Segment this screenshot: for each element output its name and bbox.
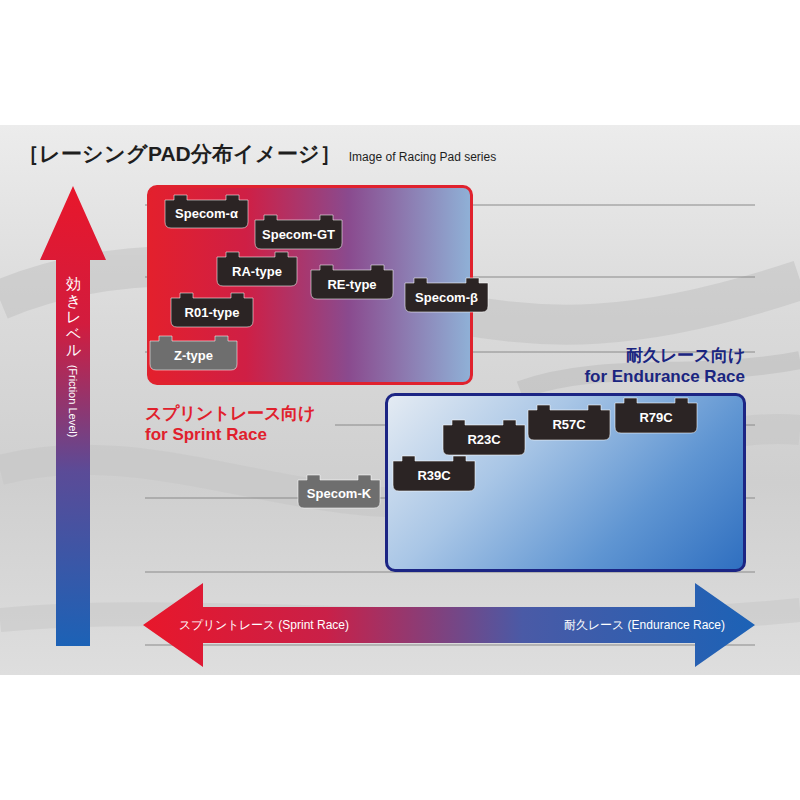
title-text: ［レーシングPAD分布イメージ］: [18, 140, 341, 168]
brake-pad: Specom-β: [405, 278, 488, 312]
axis-end-label: 耐久レース (Endurance Race): [564, 617, 725, 634]
axis-arrow-body: [143, 583, 755, 667]
pad-outline: [443, 420, 525, 455]
brake-pad: R57C: [528, 405, 610, 440]
title-row: ［レーシングPAD分布イメージ］ Image of Racing Pad seri…: [18, 140, 496, 168]
pad-name: R01-type: [185, 305, 240, 320]
pad-outline: [165, 195, 248, 228]
race-type-axis-arrow: スプリントレース (Sprint Race) 耐久レース (Endurance R…: [143, 583, 755, 667]
brake-pad: Z-type: [150, 336, 237, 370]
pad-name: R57C: [552, 417, 585, 432]
region-heading-line: スプリントレース向け: [145, 403, 315, 424]
pad-outline: [405, 278, 488, 312]
region-heading-line: 耐久レース向け: [584, 345, 745, 366]
axis-text-column: 効きレベル (Friction Level): [38, 276, 108, 438]
friction-axis-arrow: 効きレベル (Friction Level): [38, 186, 108, 646]
pad-outline: [150, 336, 237, 370]
brake-pad: Specom-K: [298, 475, 380, 508]
region-heading: 耐久レース向けfor Endurance Race: [584, 345, 745, 388]
pad-name: RE-type: [327, 277, 376, 292]
pad-outline: [393, 456, 475, 491]
rotated-text-wrap: (Friction Level): [67, 365, 79, 438]
pad-outline: [528, 405, 610, 440]
brake-pad: R39C: [393, 456, 475, 491]
brake-pad: RE-type: [311, 265, 393, 299]
pad-name: R23C: [467, 432, 500, 447]
brake-pad: Specom-GT: [255, 215, 342, 249]
pad-outline: [615, 398, 697, 433]
axis-title: 効きレベル: [66, 276, 81, 359]
pad-name: Z-type: [174, 348, 213, 363]
endurance-region: 耐久レース向けfor Endurance RaceR79CR57CR23CR39…: [385, 393, 746, 572]
region-heading-line: for Endurance Race: [584, 366, 745, 387]
pad-outline: [311, 265, 393, 299]
region-heading-line: for Sprint Race: [145, 424, 315, 445]
axis-title-latin: (Friction Level): [67, 365, 79, 438]
pad-name: R79C: [639, 410, 672, 425]
pad-name: RA-type: [232, 264, 282, 279]
axis-end-label: スプリントレース (Sprint Race): [179, 617, 349, 634]
pad-outline: [298, 475, 380, 508]
pad-name: Specom-α: [175, 206, 238, 221]
brake-pad: Specom-α: [165, 195, 248, 228]
pad-name: Specom-K: [307, 486, 371, 501]
brake-pad: RA-type: [217, 252, 297, 286]
brake-pad: R01-type: [171, 293, 253, 327]
sprint-region: スプリントレース向けfor Sprint RaceSpecom-αSpecom-…: [147, 185, 473, 385]
grid-line: [145, 645, 755, 646]
pad-name: R39C: [417, 468, 450, 483]
pad-outline: [255, 215, 342, 249]
subtitle-text: Image of Racing Pad series: [349, 150, 496, 164]
region-heading: スプリントレース向けfor Sprint Race: [145, 403, 315, 446]
pad-outline: [171, 293, 253, 327]
pad-name: Specom-β: [415, 290, 478, 305]
pad-name: Specom-GT: [262, 227, 335, 242]
brake-pad: R23C: [443, 420, 525, 455]
brake-pad: R79C: [615, 398, 697, 433]
pad-outline: [217, 252, 297, 286]
axis-arrow-body: [40, 186, 106, 646]
